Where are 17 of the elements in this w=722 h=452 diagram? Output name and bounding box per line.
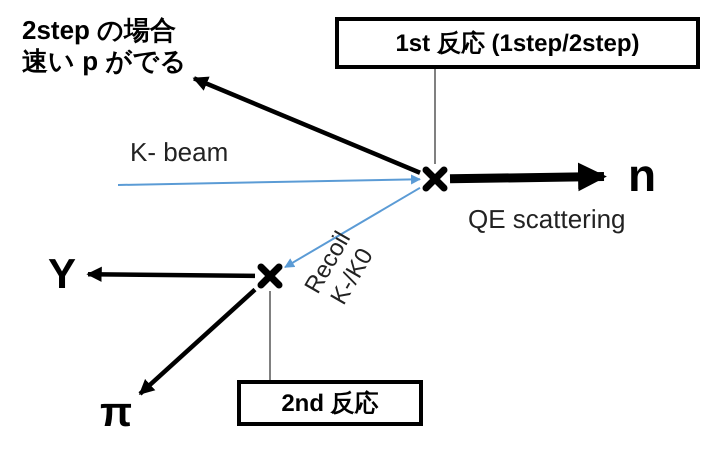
particle-label: n	[628, 148, 656, 204]
arrow	[138, 288, 257, 396]
reaction-box	[335, 17, 700, 69]
particle-label: π	[100, 386, 134, 437]
edge-label: K- beam	[130, 138, 228, 168]
arrow	[118, 174, 421, 186]
connector-line	[434, 68, 436, 164]
arrow	[86, 266, 256, 282]
edge-label: QE scattering	[468, 205, 626, 235]
annotation-text: 2step の場合速い p がでる	[22, 14, 188, 78]
arrow	[284, 186, 420, 268]
box-label: 1st 反応 (1step/2step)	[395, 29, 640, 59]
arrow	[450, 162, 607, 192]
box-label: 2nd 反応	[281, 389, 379, 419]
arrow	[192, 76, 421, 175]
reaction-box	[237, 380, 423, 426]
particle-label: Y	[48, 248, 78, 299]
